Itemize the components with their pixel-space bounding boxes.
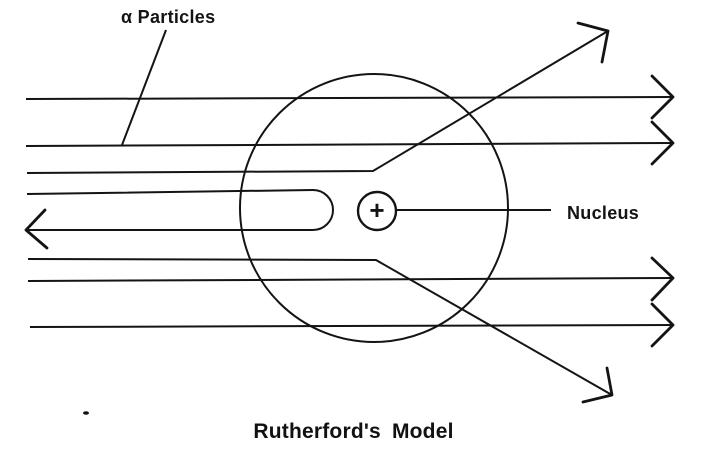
- alpha-beam-7-arrowhead-icon: [650, 302, 675, 348]
- nucleus-plus-symbol: +: [369, 195, 384, 225]
- alpha-beam-1-arrowhead-icon: [650, 74, 675, 120]
- alpha-particles-pointer-line: [121, 29, 167, 146]
- figure-title: Rutherford's Model: [253, 420, 454, 443]
- atom-boundary-circle: [239, 73, 509, 343]
- alpha-beam-3-arrowhead-icon: [576, 21, 610, 64]
- alpha-beam-7-straight: [29, 324, 674, 328]
- alpha-beam-4-backscattered: [26, 188, 334, 231]
- alpha-beam-2-straight: [25, 142, 674, 147]
- alpha-beam-5-deflected-down: [27, 258, 613, 396]
- alpha-beam-6-straight: [27, 277, 674, 282]
- alpha-beam-4-arrowhead-icon: [24, 208, 49, 250]
- alpha-beam-5-arrowhead-icon: [581, 366, 614, 404]
- scan-speck: [83, 411, 89, 415]
- nucleus-label: Nucleus: [567, 203, 640, 223]
- alpha-beam-3-deflected-up: [26, 30, 609, 174]
- alpha-particles-label: α Particles: [121, 7, 216, 27]
- alpha-beam-6-arrowhead-icon: [650, 256, 675, 302]
- nucleus-circle: [356, 190, 398, 232]
- alpha-beam-2-arrowhead-icon: [650, 120, 675, 166]
- alpha-beam-1-straight: [25, 96, 674, 100]
